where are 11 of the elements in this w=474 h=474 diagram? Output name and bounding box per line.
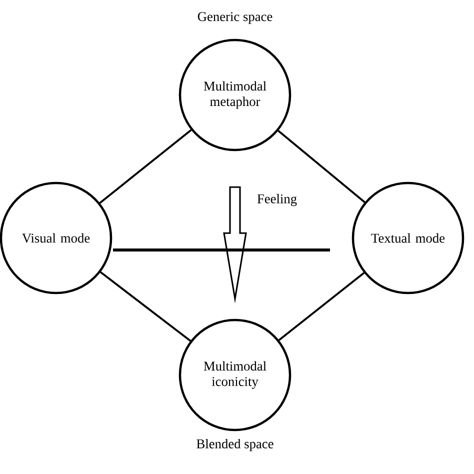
space-label: Generic space xyxy=(198,12,272,24)
block-arrow xyxy=(223,186,247,304)
connector-line xyxy=(100,271,192,342)
circle-node: Textual mode xyxy=(352,182,464,294)
circle-node: Multimodal iconicity xyxy=(178,318,292,432)
connector-line xyxy=(278,272,365,341)
connector-line xyxy=(278,130,366,203)
circle-node: Multimodal metaphor xyxy=(178,38,292,152)
space-label: Blended space xyxy=(196,438,274,452)
connector-line xyxy=(99,129,192,204)
edge-label: Feeling xyxy=(257,194,297,206)
